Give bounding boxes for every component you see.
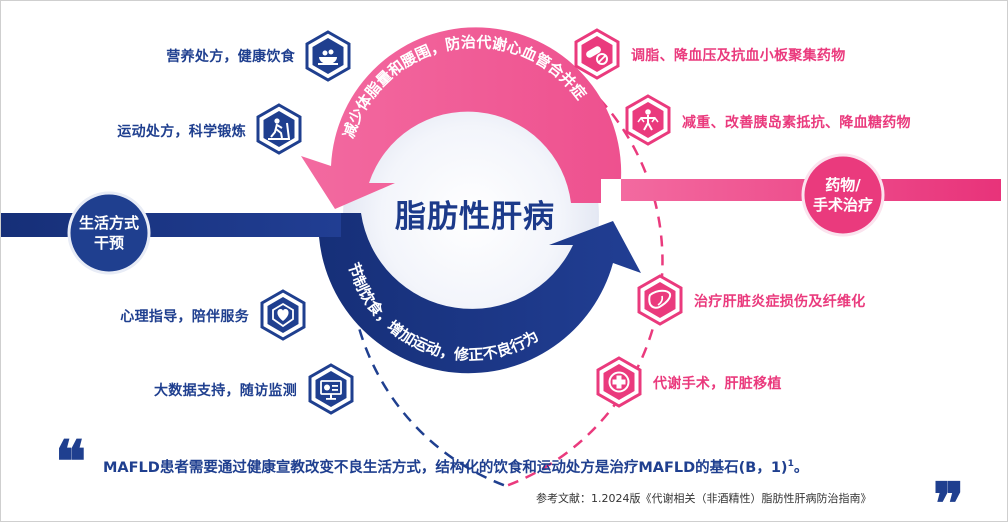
right-hub-circle <box>801 153 885 237</box>
left-hub-line1: 生活方式 <box>78 214 139 232</box>
left-hub-circle <box>67 191 151 275</box>
navy-bar <box>1 213 341 237</box>
monitor-data-icon <box>308 363 354 415</box>
pink-cycle-arrow <box>301 27 1001 210</box>
right-hub-label: 药物/ 手术治疗 <box>803 175 883 215</box>
right-hub-line1: 药物/ <box>825 176 861 194</box>
liver-icon <box>637 274 683 326</box>
left-item-label-psychology: 心理指导，陪伴服务 <box>120 309 249 325</box>
right-item-label-liver: 治疗肝脏炎症损伤及纤维化 <box>694 294 866 310</box>
right-dashed-arc <box>505 34 664 488</box>
food-bowl-icon <box>305 30 351 82</box>
right-item-label-weight: 减重、改善胰岛素抵抗、降血糖药物 <box>682 115 911 131</box>
pills-icon <box>574 28 620 80</box>
open-quote-mark: ❝ <box>55 428 87 496</box>
treadmill-icon <box>256 103 302 155</box>
medical-cross-icon <box>596 356 642 408</box>
left-hub-label: 生活方式 干预 <box>69 213 149 253</box>
center-title: 脂肪性肝病 <box>395 199 555 235</box>
left-item-label-data: 大数据支持，随访监测 <box>154 383 297 399</box>
left-item-label-exercise: 运动处方，科学锻炼 <box>117 124 246 140</box>
quote-superscript: 1 <box>787 459 794 470</box>
reference-text: 参考文献：1.2024版《代谢相关（非酒精性）脂肪性肝病防治指南》 <box>536 492 872 505</box>
left-hub-line2: 干预 <box>93 234 124 252</box>
right-hub-line2: 手术治疗 <box>812 196 873 214</box>
close-quote-mark: ❞ <box>933 470 965 522</box>
quote-main: MAFLD患者需要通过健康宣教改变不良生活方式，结构化的饮食和运动处方是治疗MA… <box>103 460 788 476</box>
heart-shield-icon <box>260 289 306 341</box>
center-glow <box>343 88 599 344</box>
left-item-label-nutrition: 营养处方，健康饮食 <box>166 49 295 65</box>
body-scale-icon <box>625 94 671 146</box>
quote-end: 。 <box>793 460 809 476</box>
navy-cycle-arrow <box>319 213 641 374</box>
quote-text: MAFLD患者需要通过健康宣教改变不良生活方式，结构化的饮食和运动处方是治疗MA… <box>103 456 808 477</box>
right-item-label-surgery: 代谢手术，肝脏移植 <box>653 376 782 392</box>
right-item-label-lipid: 调脂、降血压及抗血小板聚集药物 <box>631 48 846 64</box>
